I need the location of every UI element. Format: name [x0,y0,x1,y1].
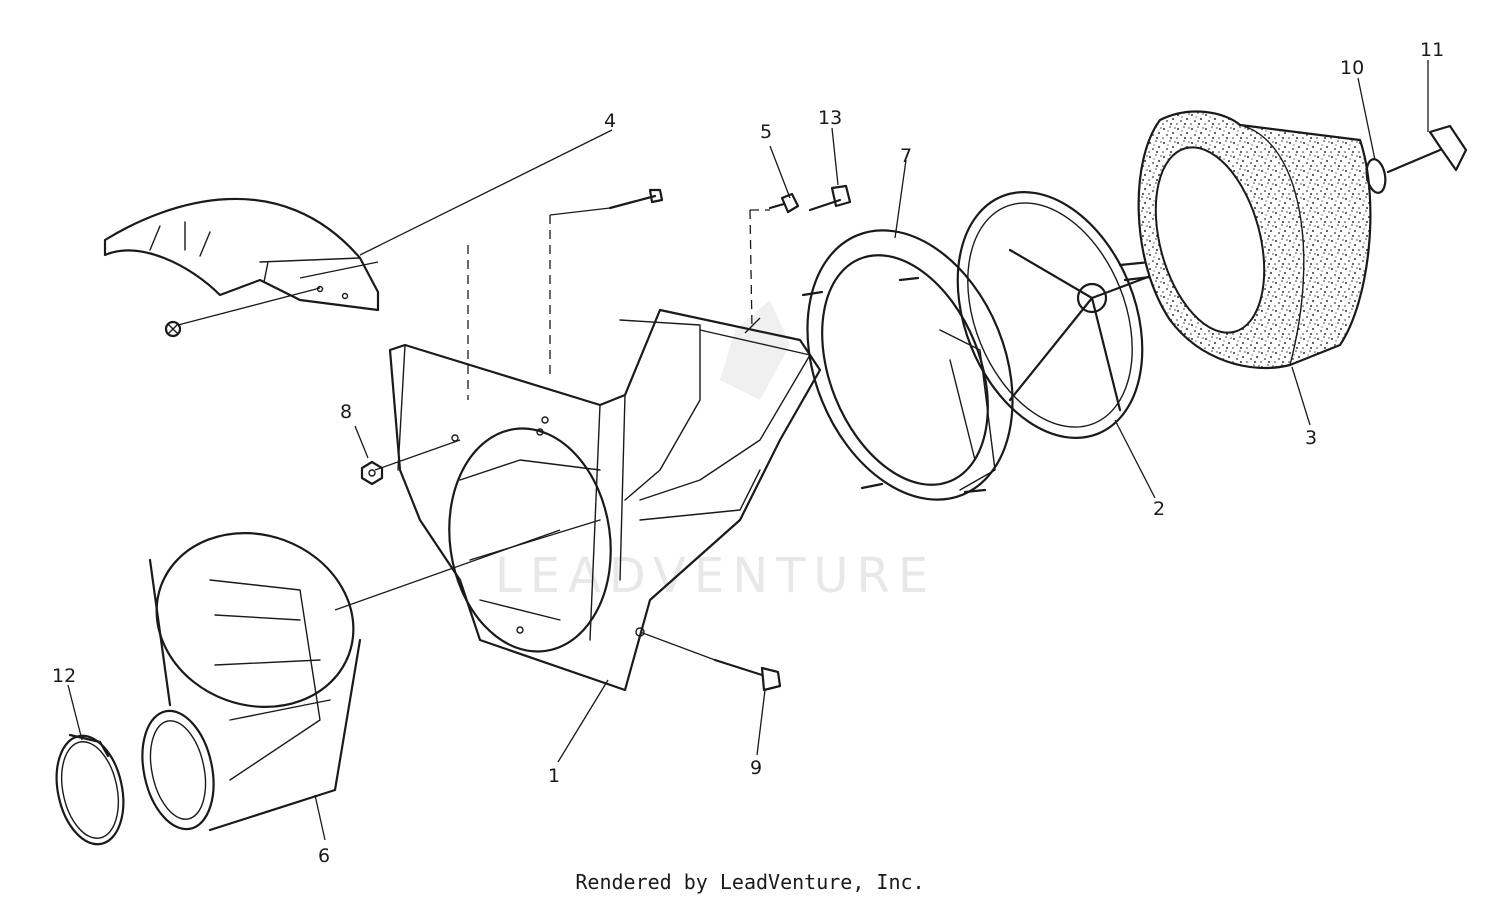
part-7-plate [801,229,1014,501]
part-4-nut [164,320,182,338]
watermark-text: LEADVENTURE [495,548,936,604]
part-11-wing-bolt [1386,124,1468,174]
callout-7: 7 [900,145,912,167]
callout-13: 13 [818,107,842,129]
part-1-housing [388,308,822,692]
part-8-nut [360,460,384,486]
housing-screw [608,188,664,210]
watermark-logo [720,300,790,400]
callout-9: 9 [750,757,762,779]
callout-4: 4 [604,110,616,132]
callout-10: 10 [1340,57,1364,79]
part-9-bolt [713,658,782,692]
part-6-elbow [141,532,362,832]
alignment-lines [467,209,770,400]
part-5-nut [768,192,800,214]
callout-11: 11 [1420,39,1444,61]
callout-labels: 1 2 3 4 5 6 7 8 9 10 11 12 13 [52,39,1444,867]
part-3-foam-filter [1137,110,1372,370]
leader-lines [67,60,1429,841]
watermark: LEADVENTURE [495,300,936,604]
part-4-top-cover [103,197,380,312]
part-12-clamp [55,733,125,846]
callout-8: 8 [340,401,352,423]
callout-12: 12 [52,665,76,687]
callout-3: 3 [1305,427,1317,449]
part-10-washer [1365,158,1387,194]
callout-1: 1 [548,765,560,787]
callout-2: 2 [1153,498,1165,520]
callout-5: 5 [760,121,772,143]
part-13-screw [808,184,852,212]
callout-6: 6 [318,845,330,867]
footer-credit: Rendered by LeadVenture, Inc. [575,870,925,894]
